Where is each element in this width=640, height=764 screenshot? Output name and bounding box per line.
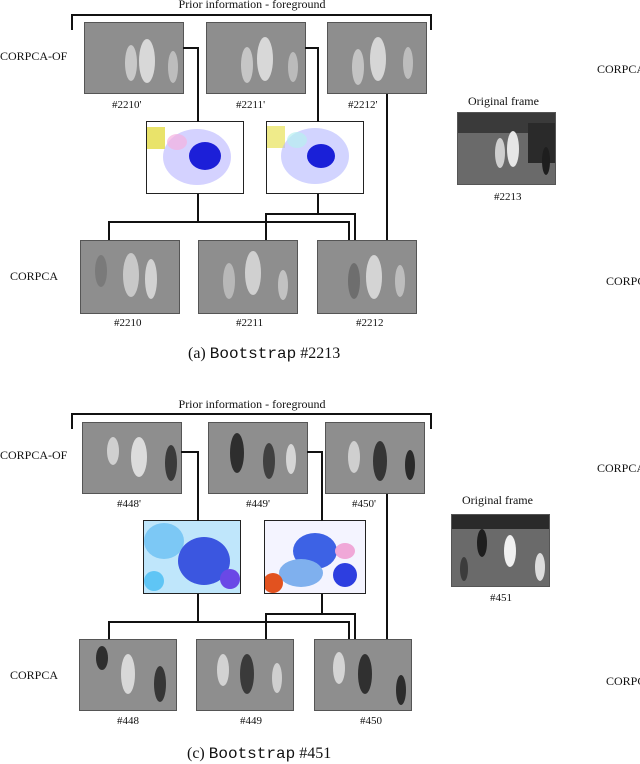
caption-a: (a) Bootstrap #2213 [188,345,341,363]
foreground-image [198,240,298,314]
caption-c: (c) Bootstrap #451 [187,745,332,763]
frame-label: #2212' [348,99,378,111]
caption-method: Bootstrap [209,345,297,363]
foreground-image [80,240,180,314]
prior-info-header: Prior information - foreground [178,0,326,11]
cut-label: CORPC [606,674,640,688]
foreground-image [317,240,417,314]
frame-label: #448 [117,715,139,727]
original-frame-label: #2213 [494,191,522,203]
caption-frame: #451 [299,745,332,762]
frame-label: #2210' [112,99,142,111]
original-frame-title: Original frame [462,493,533,507]
header-bracket-left [71,413,73,429]
caption-prefix: (c) [187,745,205,762]
frame-label: #2212 [356,317,384,329]
row-label-corpca: CORPCA [10,668,59,682]
caption-method: Bootstrap [208,745,296,763]
row-label-corpca-of: CORPCA-OF [0,49,68,63]
foreground-image [196,639,294,711]
frame-label: #2211' [236,99,266,111]
header-bracket-right [430,14,432,30]
cut-label: CORPC [606,274,640,288]
foreground-image [314,639,412,711]
foreground-image [327,22,427,94]
row-label-corpca-of: CORPCA-OF [0,448,68,462]
caption-frame: #2213 [300,345,341,362]
header-bracket-left [71,14,73,30]
foreground-image [325,422,425,494]
optical-flow-image [146,121,244,194]
foreground-image [82,422,182,494]
header-bracket [71,14,432,16]
optical-flow-image [264,520,366,594]
cut-label: CORPCA- [597,62,640,76]
foreground-image [206,22,306,94]
header-bracket-right [430,413,432,429]
frame-label: #449' [246,498,270,510]
row-label-corpca: CORPCA [10,269,59,283]
frame-label: #2211 [236,317,264,329]
foreground-image [208,422,308,494]
cut-label: CORPCA- [597,461,640,475]
foreground-image [79,639,177,711]
foreground-image [84,22,184,94]
frame-label: #449 [240,715,262,727]
header-bracket [71,413,432,415]
original-frame-title: Original frame [468,94,539,108]
original-frame-label: #451 [490,592,512,604]
optical-flow-image [266,121,364,194]
caption-prefix: (a) [188,345,206,362]
optical-flow-image [143,520,241,594]
original-frame-image [457,112,556,185]
frame-label: #450 [360,715,382,727]
prior-info-header: Prior information - foreground [178,397,326,411]
frame-label: #2210 [114,317,142,329]
frame-label: #450' [352,498,376,510]
original-frame-image [451,514,550,587]
frame-label: #448' [117,498,141,510]
